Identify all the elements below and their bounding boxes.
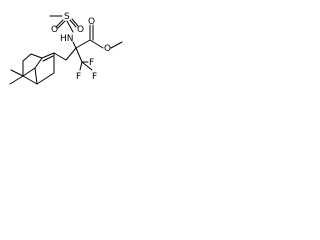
- atom-f-left: F: [76, 72, 81, 82]
- bond-cf-left: [79, 61, 83, 71]
- bond-s-n: [66, 20, 74, 33]
- bond-ring-1: [41, 52, 55, 59]
- chemical-structure: S O O HN O O F F F: [9, 12, 123, 85]
- bond-bridge-3: [34, 67, 38, 85]
- bond-s-o-left-2: [57, 20, 66, 29]
- atom-o-sulfonyl-right: O: [77, 25, 84, 35]
- bond-ring-1-double: [42, 55, 54, 62]
- bond-gem-methyl-1: [10, 69, 24, 77]
- bond-c-cf3: [75, 47, 83, 63]
- bond-bridge-2: [34, 57, 43, 69]
- bond-bridge-1: [22, 67, 36, 77]
- bond-ring-6: [36, 72, 55, 85]
- label-layer: S O O HN O O F F F: [51, 12, 111, 82]
- atom-o-carbonyl: O: [88, 17, 95, 27]
- bond-c-ch2: [65, 47, 77, 61]
- atom-f-right: F: [92, 72, 97, 82]
- bond-ring-5: [22, 75, 38, 85]
- atom-f-top: F: [89, 58, 94, 68]
- bond-c-o-ester: [89, 39, 104, 49]
- bond-s-o-right-2: [71, 18, 79, 27]
- bond-o-methyl: [110, 41, 123, 49]
- bond-s-o-left: [55, 19, 64, 28]
- bond-c-carbonyl: [75, 39, 91, 49]
- bond-ring-3: [22, 53, 32, 62]
- atom-s: S: [64, 12, 70, 22]
- atom-o-ester: O: [104, 44, 111, 54]
- bond-cf-right: [81, 61, 93, 71]
- bond-gem-methyl-2: [9, 75, 24, 85]
- bond-layer: [9, 15, 123, 85]
- bond-ring-2: [30, 53, 43, 59]
- atom-nh: HN: [60, 34, 74, 44]
- bond-s-o-right: [69, 19, 77, 28]
- bond-n-c: [72, 41, 77, 49]
- atom-o-sulfonyl-left: O: [51, 25, 58, 35]
- bond-ch2-ring: [53, 52, 67, 61]
